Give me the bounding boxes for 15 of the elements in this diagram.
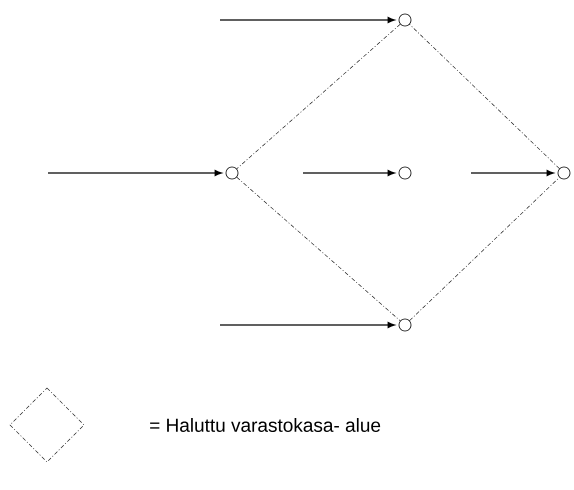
circle-node — [226, 166, 238, 180]
arrow — [220, 16, 395, 24]
arrow — [48, 170, 222, 176]
legend-text: = Haluttu varastokasa- alue — [150, 418, 380, 432]
dash-dot-line — [236, 176, 400, 322]
arrow — [220, 322, 395, 328]
dash-dot-line — [409, 24, 560, 169]
dash-dot-line — [236, 24, 400, 170]
arrow — [471, 170, 554, 176]
circle-node — [398, 318, 412, 332]
circle-node — [398, 14, 412, 26]
arrow — [303, 170, 395, 176]
circle-node — [558, 166, 570, 180]
circle-node — [398, 166, 412, 180]
dash-dot-line — [409, 177, 560, 321]
